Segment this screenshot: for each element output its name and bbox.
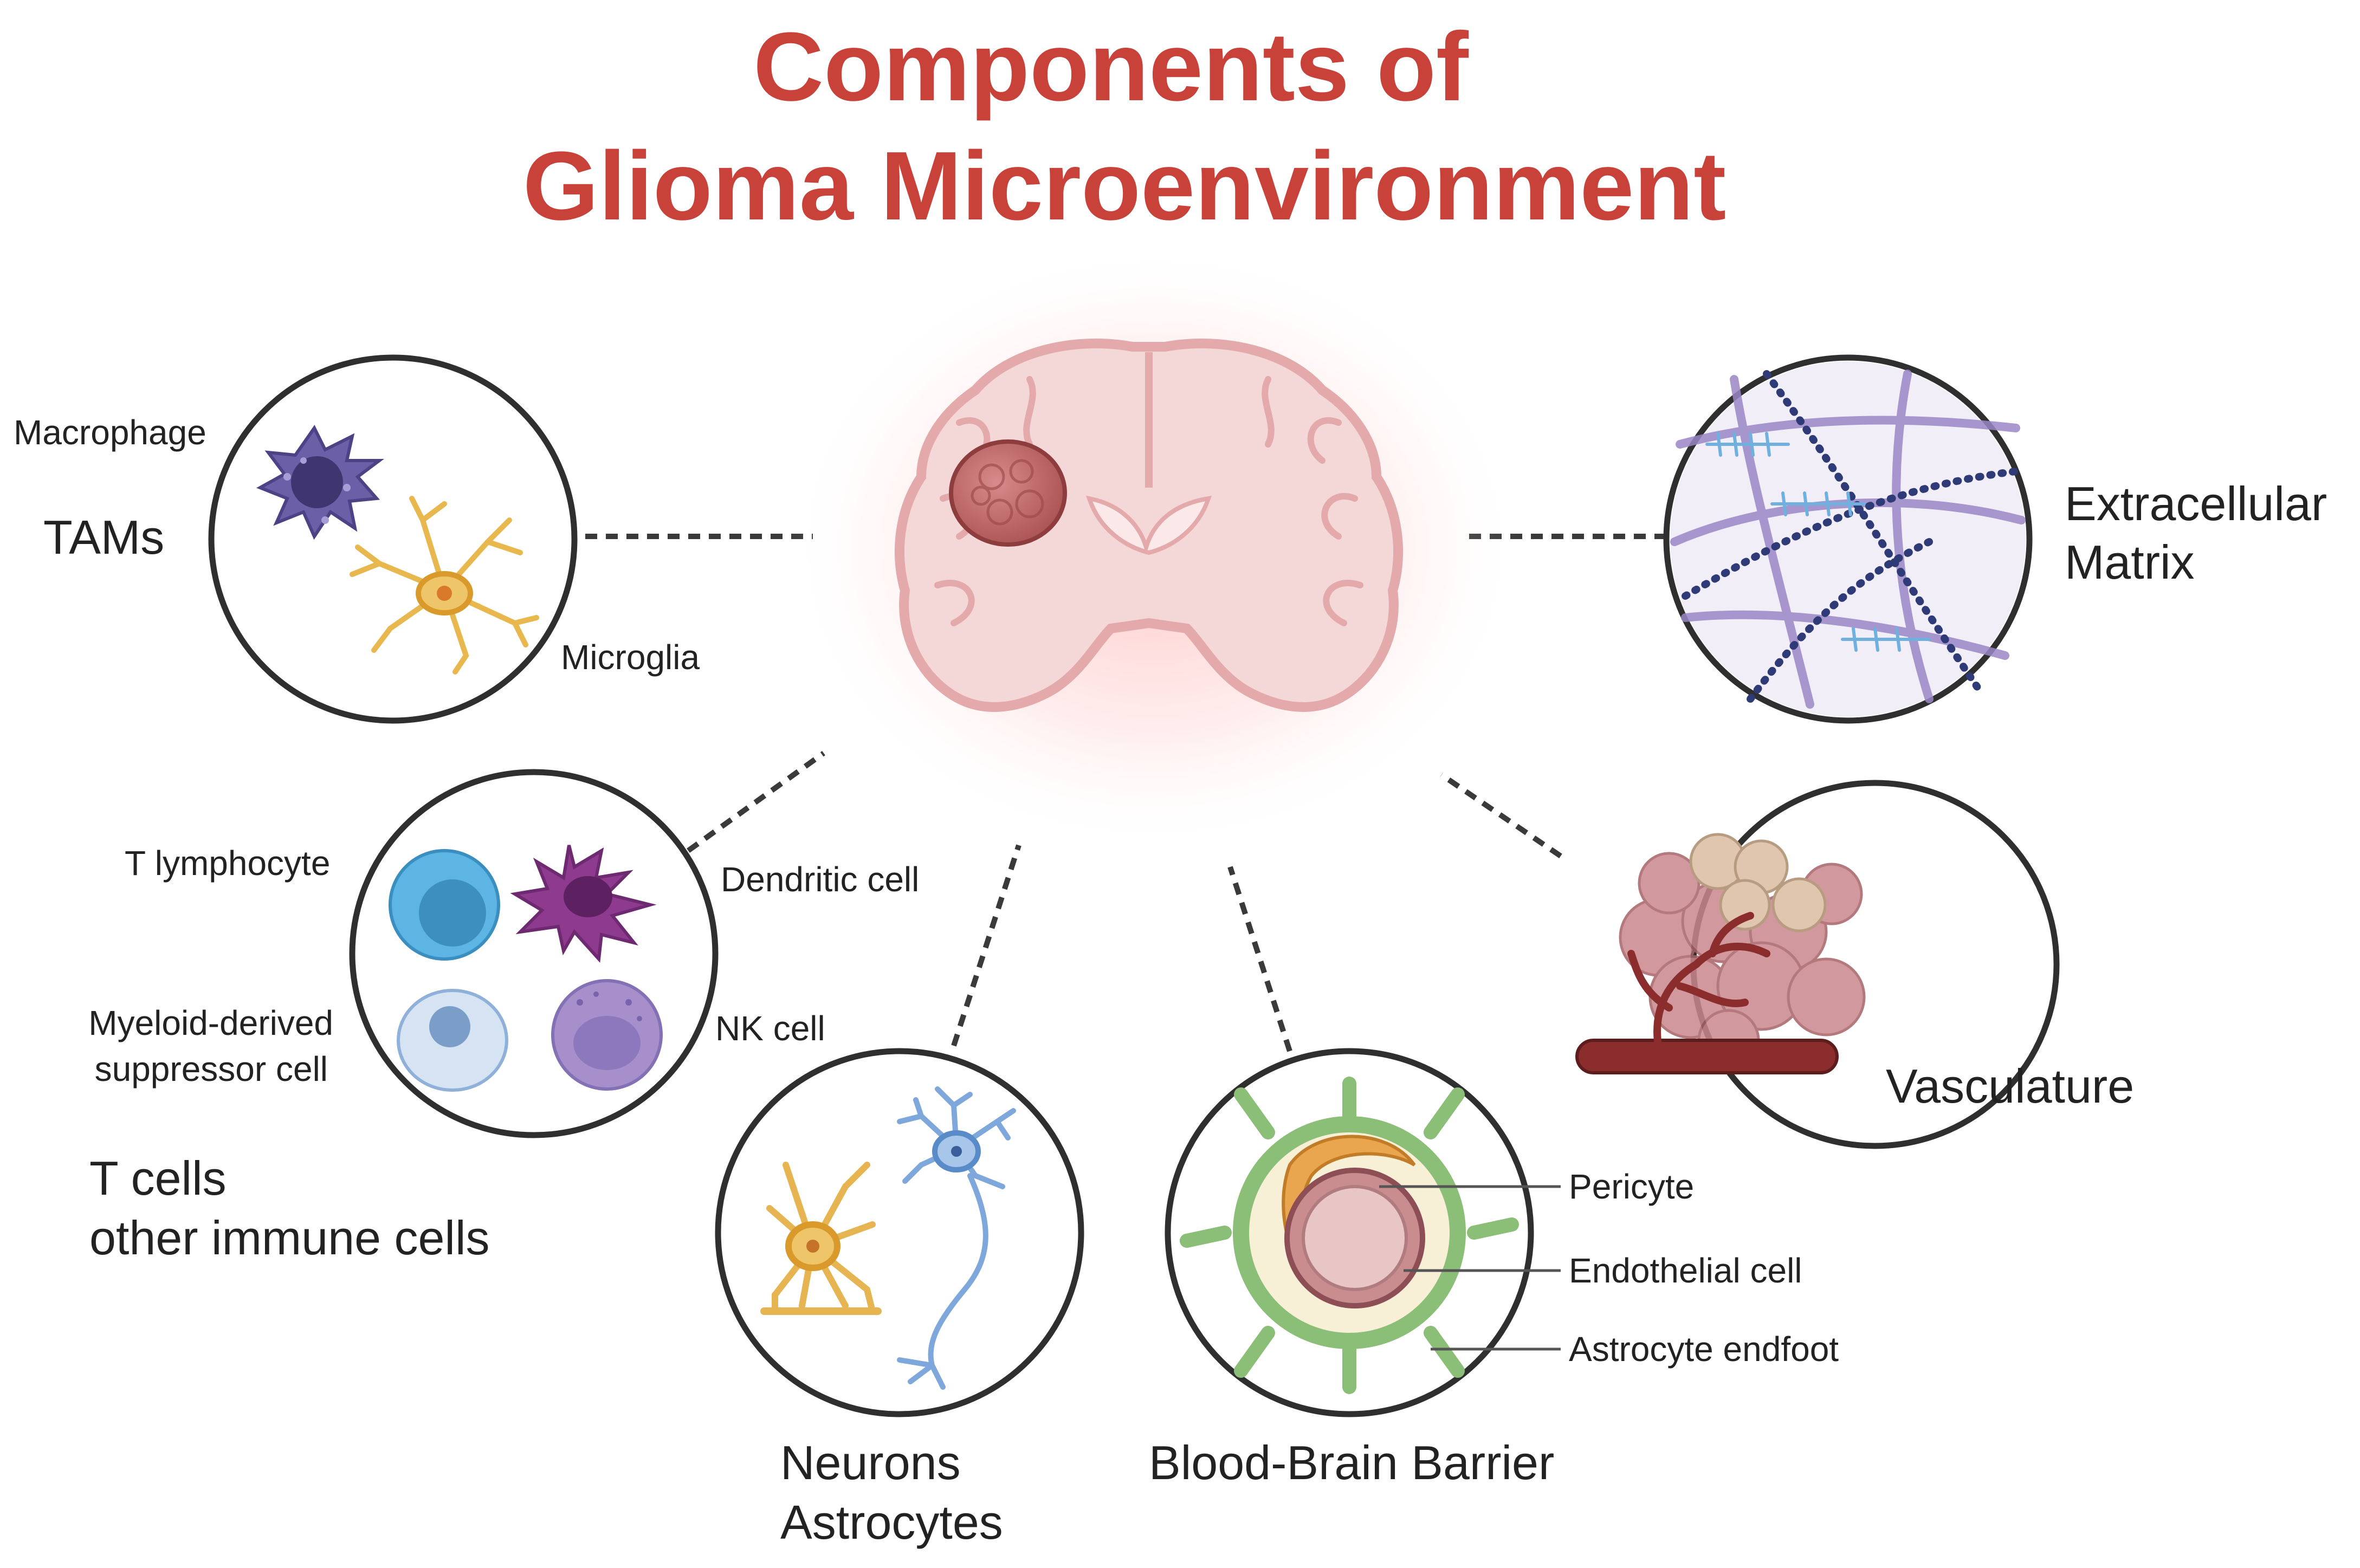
tams-circle [208, 354, 578, 724]
bbb-panel: Pericyte Endothelial cell Astrocyte endf… [1149, 1048, 1839, 1489]
pericyte-label: Pericyte [1569, 1167, 1694, 1206]
neurons-circle [715, 1048, 1084, 1417]
microglia-icon [350, 496, 539, 675]
blood-vessel-cross-section-icon [1180, 1077, 1519, 1394]
glioma-tumor [949, 439, 1067, 547]
dendritic-cell-icon [510, 845, 657, 963]
tams-label: TAMs [43, 510, 164, 564]
ecm-label-line-2: Matrix [2065, 535, 2195, 589]
mdsc-label-line-1: Myeloid-derived [88, 1003, 333, 1042]
connector-bbb [1227, 866, 1292, 1052]
bbb-label: Blood-Brain Barrier [1149, 1436, 1554, 1489]
connector-vasculature [1440, 772, 1562, 859]
endothelial-label: Endothelial cell [1569, 1251, 1802, 1290]
blood-vessel-tube [1575, 1039, 1839, 1074]
connector-neurons [951, 844, 1021, 1047]
immune-label-line-1: T cells [89, 1151, 227, 1205]
brain-with-glioma-icon [786, 244, 1523, 851]
ecm-label-line-1: Extracellular [2065, 477, 2327, 530]
microglia-label: Microglia [561, 638, 700, 677]
t-lymphocyte-label: T lymphocyte [125, 844, 330, 883]
connector-immune [687, 750, 825, 853]
vessel-branches [1627, 912, 1770, 1049]
glycoprotein-bristles [1705, 432, 1931, 652]
mdsc-icon [397, 989, 508, 1092]
macrophage-label: Macrophage [14, 413, 206, 452]
astrocyte-endfoot-processes [1180, 1077, 1519, 1394]
immune-circle [349, 769, 719, 1138]
vasculature-panel: Vasculature [1575, 780, 2134, 1149]
tams-panel: Macrophage Microglia TAMs [14, 354, 700, 724]
neuron-icon [897, 1086, 1016, 1390]
dendritic-cell-label: Dendritic cell [721, 860, 919, 899]
tumor-texture [971, 459, 1044, 526]
vasculature-label: Vasculature [1886, 1059, 2134, 1113]
macrophage-icon [256, 425, 384, 540]
ecm-panel: Extracellular Matrix [1663, 354, 2327, 724]
vessel-lumen [1302, 1185, 1408, 1291]
neurons-label-line-1: Neurons [780, 1436, 961, 1489]
nk-cell-label: NK cell [715, 1009, 825, 1048]
title: Components of Glioma Microenvironment [523, 12, 1726, 241]
cancer-cells-top [1689, 833, 1827, 932]
nk-cell-icon [551, 979, 663, 1091]
extracellular-matrix-icon [1670, 361, 2026, 717]
protein-chains [1682, 370, 2020, 703]
t-lymphocyte-icon [389, 849, 500, 961]
immune-panel: T lymphocyte Dendritic cell Myeloid-deri… [88, 769, 919, 1265]
neurons-panel: Neurons Astrocytes [715, 1048, 1084, 1549]
mdsc-label-line-2: suppressor cell [95, 1049, 328, 1088]
astrocyte-icon [760, 1162, 882, 1315]
neurons-label-line-2: Astrocytes [780, 1495, 1003, 1549]
tumor-vasculature-icon [1575, 833, 1866, 1074]
immune-label-line-2: other immune cells [89, 1211, 490, 1265]
title-line-2: Glioma Microenvironment [523, 132, 1726, 241]
brain-ventricles [1086, 495, 1212, 555]
title-line-1: Components of [753, 12, 1469, 121]
endfoot-label: Astrocyte endfoot [1569, 1330, 1839, 1369]
